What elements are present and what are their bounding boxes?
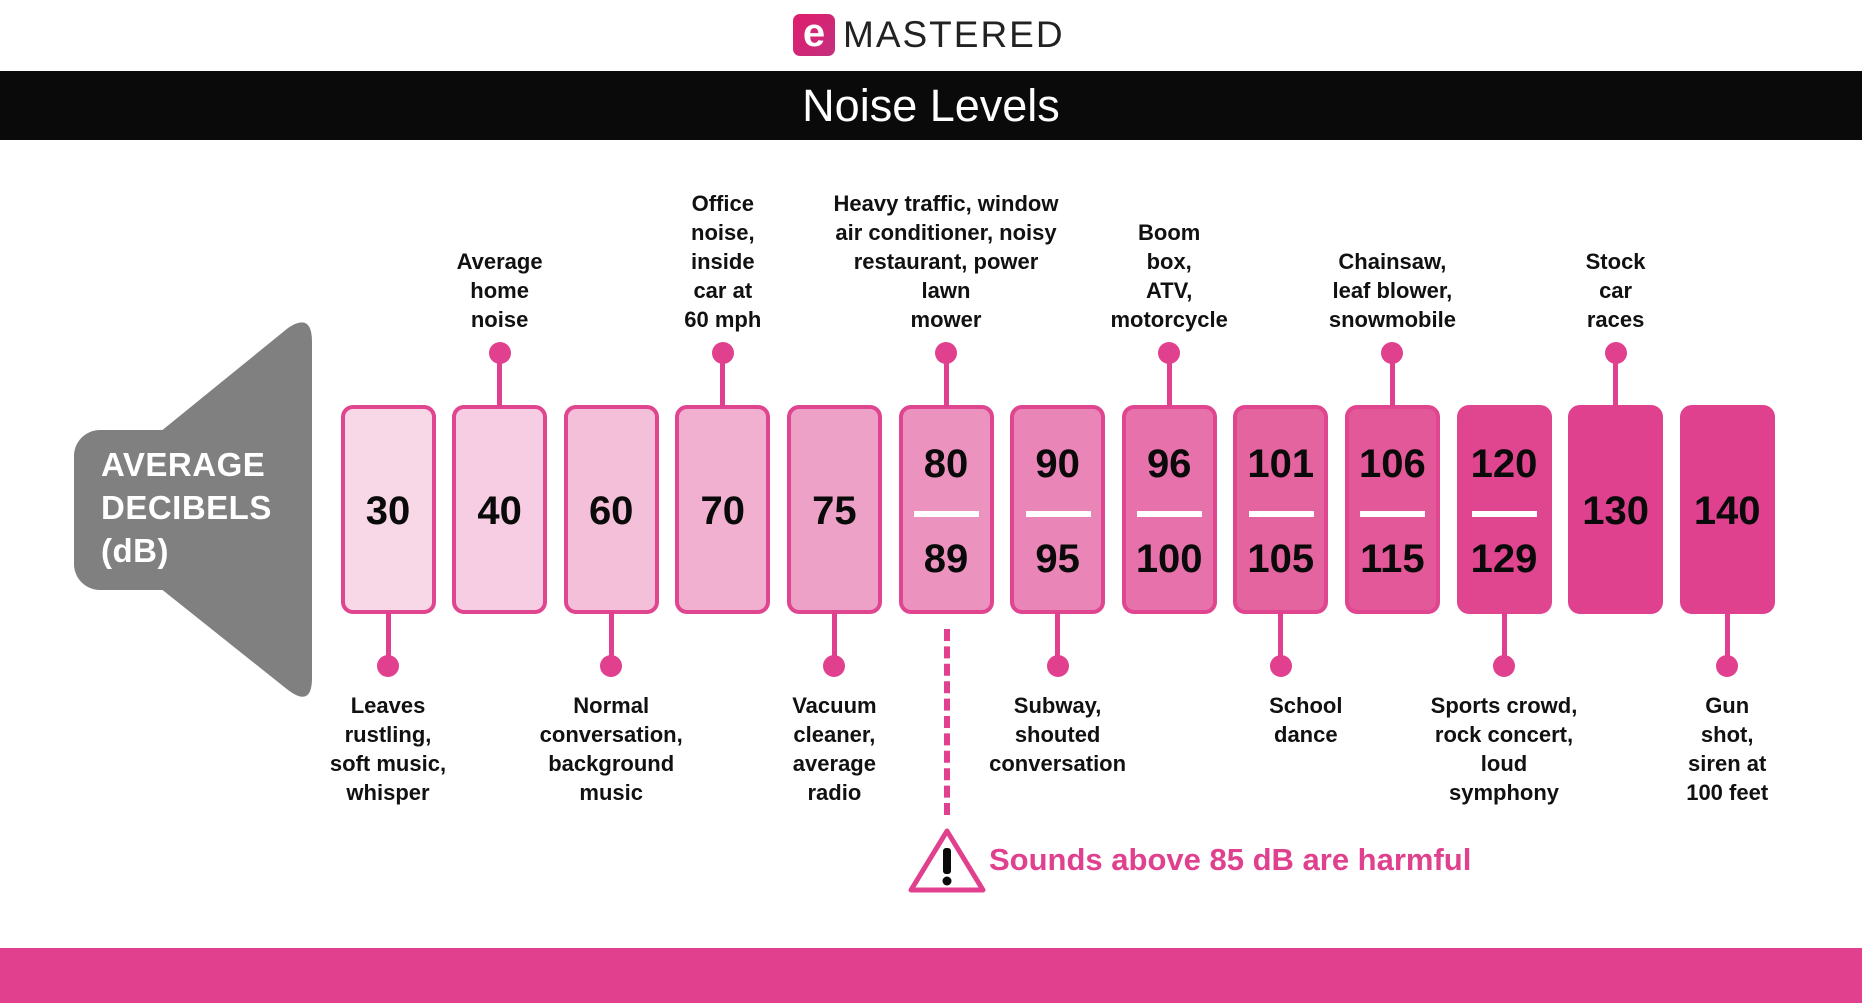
- level-value: 70: [700, 489, 746, 533]
- level-low: 90: [1035, 442, 1080, 486]
- pin-stem: [497, 355, 503, 407]
- level-box: 30: [340, 405, 436, 614]
- footer-band: [0, 948, 1862, 1003]
- level-value: 30: [365, 489, 411, 533]
- level-high: 89: [923, 537, 969, 581]
- level-value: 140: [1693, 489, 1761, 533]
- harm-threshold-line: [944, 629, 950, 815]
- level-value: 130: [1582, 489, 1649, 533]
- range-separator: [1248, 511, 1314, 517]
- level-example-label: Vacuum cleaner, average radio: [792, 693, 877, 805]
- pin-dot: [711, 342, 734, 364]
- pin-stem: [385, 612, 391, 664]
- level-box: 130: [1568, 405, 1664, 614]
- level-box: 75: [786, 405, 882, 614]
- level-example-label: Sports crowd, rock concert, loud symphon…: [1430, 693, 1578, 805]
- pin-stem: [1613, 355, 1619, 407]
- level-box: 60: [563, 405, 659, 614]
- pin-stem: [943, 355, 949, 407]
- pin-dot: [935, 342, 957, 364]
- pin-dot: [1158, 342, 1181, 364]
- level-low: 80: [923, 442, 969, 486]
- logo-mark: e: [793, 13, 835, 56]
- pin-stem: [831, 612, 837, 664]
- pin-stem: [1501, 612, 1507, 664]
- level-low: 106: [1359, 442, 1426, 486]
- pin-dot: [1716, 655, 1739, 677]
- pin-dot: [488, 342, 511, 364]
- pin-dot: [600, 655, 623, 677]
- level-box: 80 89: [898, 405, 994, 614]
- level-example-label: School dance: [1269, 693, 1343, 747]
- level-low: 120: [1470, 442, 1538, 486]
- pin-dot: [1381, 342, 1404, 364]
- level-example-label: Subway, shouted conversation: [989, 693, 1127, 776]
- warning-text: Sounds above 85 dB are harmful: [989, 842, 1472, 877]
- range-separator: [1360, 511, 1426, 517]
- level-example-label: Chainsaw, leaf blower, snowmobile: [1328, 249, 1456, 332]
- level-box: 106 115: [1344, 405, 1440, 614]
- pin-stem: [1389, 355, 1395, 407]
- page-title: Noise Levels: [802, 80, 1060, 131]
- level-low: 101: [1247, 442, 1315, 486]
- title-band: Noise Levels: [0, 71, 1862, 140]
- level-high: 105: [1247, 537, 1315, 581]
- pin-dot: [377, 655, 399, 677]
- pin-stem: [720, 355, 726, 407]
- range-separator: [1137, 511, 1203, 517]
- level-example-label: Leaves rustling, soft music, whisper: [329, 693, 447, 805]
- level-box: 90 95: [1010, 405, 1106, 614]
- pin-dot: [1269, 655, 1292, 677]
- pin-stem: [1724, 612, 1730, 664]
- level-high: 100: [1135, 537, 1203, 581]
- axis-label: AVERAGE DECIBELS (dB): [101, 446, 272, 569]
- pin-dot: [1046, 655, 1069, 677]
- level-high: 129: [1470, 537, 1538, 581]
- level-high: 95: [1035, 537, 1080, 581]
- level-high: 115: [1360, 537, 1425, 581]
- level-example-label: Gun shot, siren at 100 feet: [1686, 693, 1769, 805]
- level-box: 101 105: [1233, 405, 1329, 614]
- level-low: 96: [1146, 442, 1192, 486]
- pin-stem: [1278, 612, 1284, 664]
- level-value: 40: [477, 489, 522, 533]
- pin-stem: [1166, 355, 1172, 407]
- pin-dot: [1604, 342, 1627, 364]
- level-example-label: Office noise, inside car at 60 mph: [684, 191, 762, 332]
- level-box: 120 129: [1456, 405, 1552, 614]
- warning-icon: [908, 828, 986, 893]
- level-box: 96 100: [1121, 405, 1217, 614]
- level-box: 40: [452, 405, 548, 614]
- level-example-label: Heavy traffic, window air conditioner, n…: [833, 191, 1059, 332]
- range-separator: [914, 511, 979, 517]
- level-example-label: Stock car races: [1585, 249, 1646, 332]
- level-value: 75: [812, 489, 857, 533]
- level-example-label: Boom box, ATV, motorcycle: [1110, 220, 1228, 332]
- level-box: 70: [675, 405, 771, 614]
- pin-dot: [823, 655, 846, 677]
- pin-stem: [1055, 612, 1061, 664]
- level-example-label: Normal conversation, background music: [539, 693, 683, 805]
- brand-name: MASTERED: [843, 14, 1065, 55]
- range-separator: [1472, 511, 1537, 517]
- pin-stem: [608, 612, 614, 664]
- level-example-label: Average home noise: [456, 249, 543, 332]
- speaker-icon: [74, 322, 312, 697]
- pin-dot: [1493, 655, 1515, 677]
- level-value: 60: [588, 489, 634, 533]
- level-box: 140: [1679, 405, 1775, 614]
- range-separator: [1025, 511, 1091, 517]
